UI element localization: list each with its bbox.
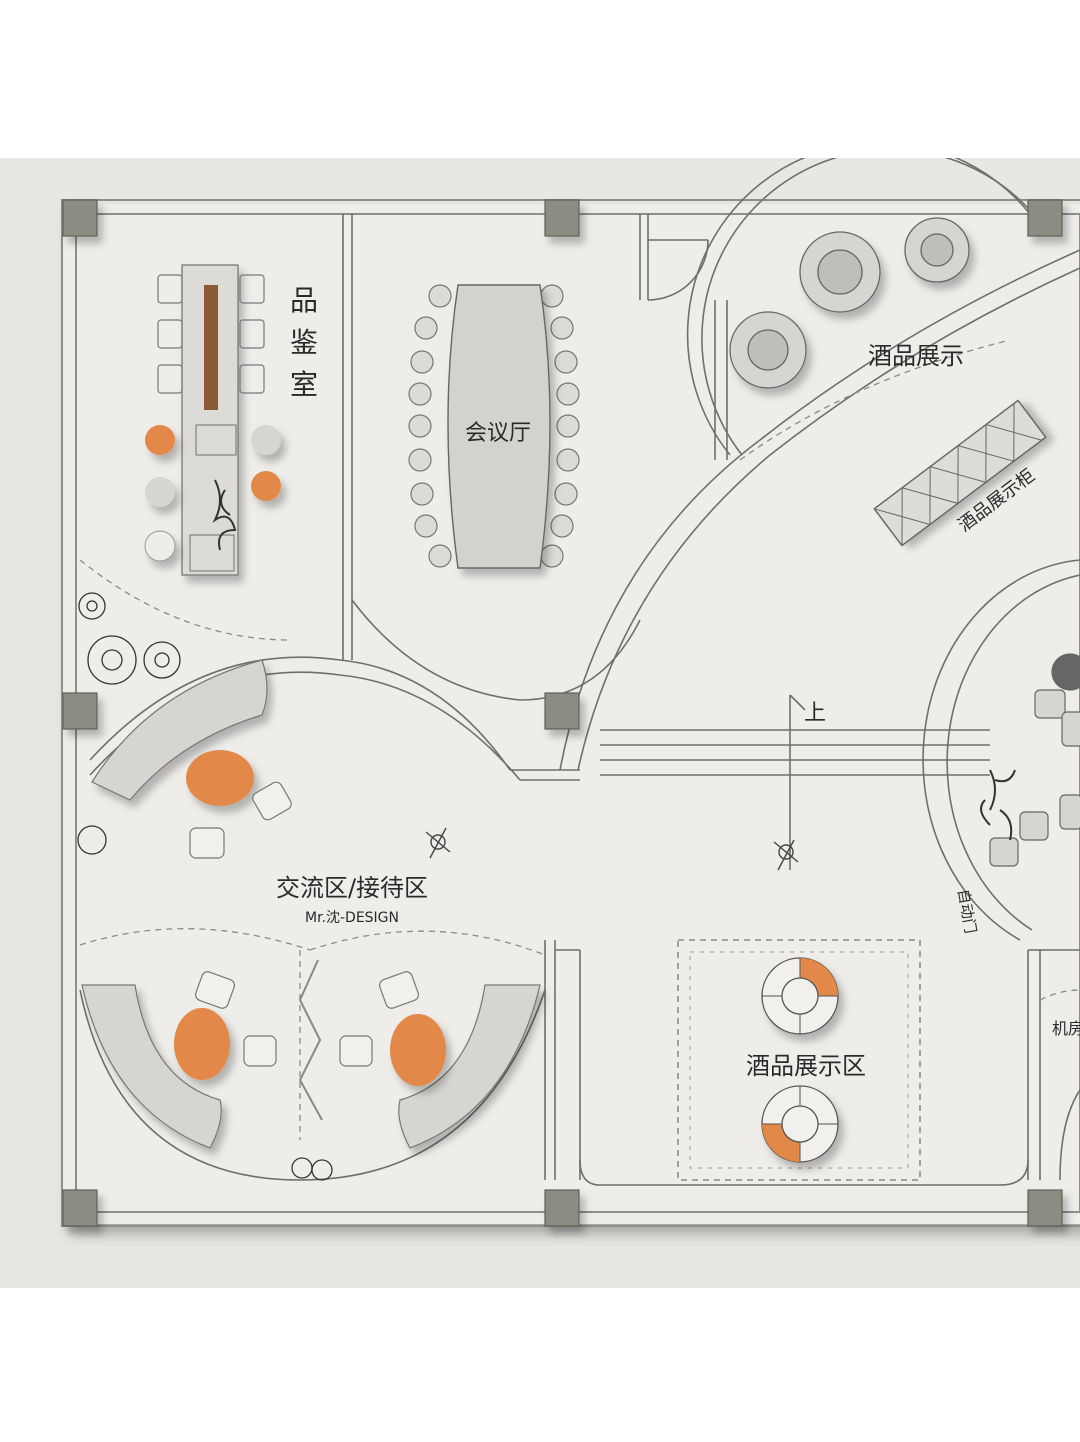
lounge-title: 交流区/接待区 [276, 874, 428, 902]
wine-display-area-title: 酒品展示区 [746, 1052, 866, 1080]
column [62, 692, 98, 730]
wine-cabinet [873, 399, 1047, 547]
column [544, 199, 580, 237]
door-swings [79, 339, 1080, 1140]
column [544, 692, 580, 730]
column [62, 199, 98, 237]
column [544, 1189, 580, 1227]
machine-room-label: 机房 [1052, 1019, 1080, 1038]
plant-icon [77, 592, 333, 1181]
meeting-chairs [408, 284, 580, 568]
tasting-stools [144, 425, 281, 562]
tasting-room-char: 鉴 [290, 326, 318, 359]
partitions [79, 158, 1080, 1186]
display-area-border [677, 939, 921, 1181]
lounge-chairs [189, 781, 420, 1067]
designer-credit: Mr.沈-DESIGN [305, 910, 399, 926]
up-label: 上 [804, 701, 826, 726]
round-display-tables [729, 217, 970, 389]
decor-line [298, 959, 323, 1121]
tasting-room-char: 室 [290, 368, 318, 401]
tasting-room-char: 品 [290, 284, 318, 317]
person-walking-icon [425, 827, 799, 871]
round-table-icon [761, 1085, 839, 1163]
side-table [174, 1008, 230, 1080]
plant-icon [980, 769, 1016, 841]
column [1027, 199, 1063, 237]
tasting-chairs [157, 274, 265, 394]
lounge-sofa-bottom [81, 984, 541, 1149]
meeting-table [447, 284, 551, 569]
display-area-inner [689, 951, 909, 1169]
round-table-icon [761, 957, 839, 1035]
tasting-table [181, 264, 239, 576]
meeting-room-title: 会议厅 [465, 421, 531, 446]
column [62, 1189, 98, 1227]
coffee-table [186, 750, 254, 806]
lounge-sofa-top [91, 659, 268, 801]
wine-display-title: 酒品展示 [868, 342, 964, 370]
right-room-furniture [989, 653, 1080, 867]
column [1027, 1189, 1063, 1227]
columns [62, 199, 1063, 1227]
floor-plan: 品 鉴 室 会议厅 酒品展示 酒品展示柜 上 自动门 [0, 158, 1080, 1288]
tasting-room-title: 品 鉴 室 [290, 284, 327, 401]
side-table [390, 1014, 446, 1086]
